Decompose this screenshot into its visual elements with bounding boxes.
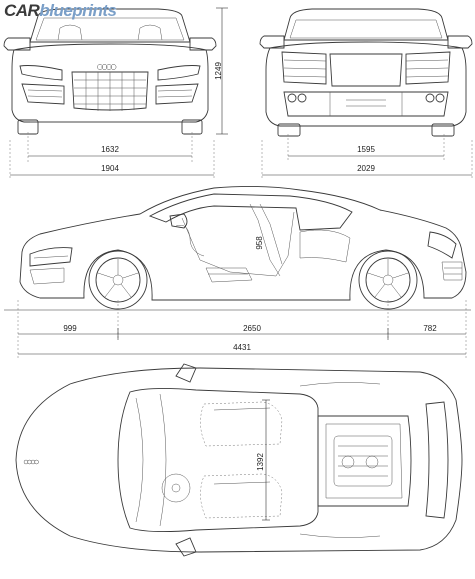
length-label: 4431	[233, 343, 251, 352]
side-view	[4, 185, 471, 311]
carblueprints-logo: CARblueprints	[4, 1, 117, 21]
wheelbase-label: 2650	[243, 324, 261, 333]
side-dimensions: 999 2650 782 4431	[17, 300, 467, 358]
top-inner-width-label: 1392	[256, 453, 265, 471]
exhaust-pipes	[287, 93, 445, 103]
rear-dimensions: 1595 2029	[261, 134, 473, 180]
front-view	[3, 8, 217, 135]
rear-track-label: 1595	[357, 145, 375, 154]
engine-block	[333, 435, 393, 487]
audi-rings-top-icon	[23, 459, 39, 465]
side-inner-height-label: 958	[255, 236, 264, 250]
height-label: 1249	[214, 62, 223, 80]
front-track-label: 1632	[101, 145, 119, 154]
rear-overhang-label: 782	[423, 324, 437, 333]
rear-view	[259, 8, 473, 137]
front-width-label: 1904	[101, 164, 119, 173]
top-view	[15, 363, 463, 557]
front-overhang-label: 999	[63, 324, 77, 333]
logo-blueprints-text: blueprints	[39, 1, 117, 20]
logo-car-text: CAR	[4, 1, 40, 20]
audi-rings-icon	[97, 64, 117, 70]
height-dimension: 1249	[214, 7, 228, 135]
front-dimensions: 1632 1904	[9, 132, 215, 180]
rear-width-label: 2029	[357, 164, 375, 173]
top-inner-dimension: 1392	[256, 399, 270, 521]
front-grille-mesh	[74, 72, 146, 111]
